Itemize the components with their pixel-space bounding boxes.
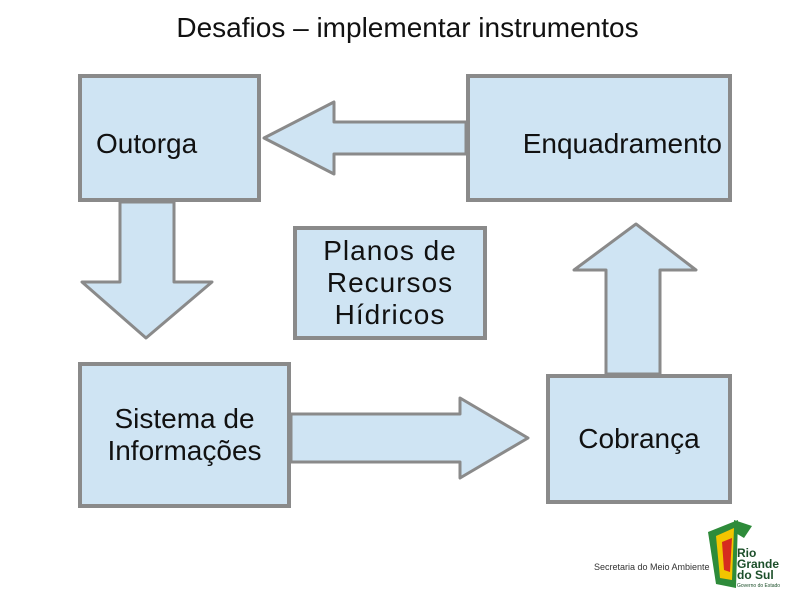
box-planos-line3: Hídricos [334,299,446,331]
rio-grande-do-sul-logo-icon [708,520,752,588]
box-enquadramento-label: Enquadramento [522,128,722,159]
box-sistema-line2: Informações [107,435,262,466]
logo-line1: Rio [737,546,757,560]
arrow-sistema-to-cobranca [289,396,530,480]
box-planos-line2: Recursos [326,266,454,298]
arrow-enquadramento-to-outorga [262,100,468,176]
box-cobranca-label: Cobrança [578,422,700,454]
arrow-outorga-to-sistema [80,200,214,340]
box-sistema-informacoes: Sistema de Informações [78,362,291,508]
box-outorga-label: Outorga [96,128,198,159]
logo-wordmark: Rio Grande do Sul [737,546,780,582]
box-planos-recursos-hidricos: Planos de Recursos Hídricos [293,226,487,340]
box-outorga: Outorga [78,74,261,202]
box-enquadramento: Enquadramento [466,74,732,202]
logo-line2: Grande [737,557,780,571]
logo-subtitle: Governo do Estado [737,583,781,589]
box-cobranca: Cobrança [546,374,732,504]
arrow-cobranca-to-enquadramento [572,222,698,376]
logo-line3: do Sul [737,568,774,582]
secretaria-caption: Secretaria do Meio Ambiente [594,562,710,572]
box-sistema-line1: Sistema de [114,402,255,434]
slide-title: Desafios – implementar instrumentos [176,12,639,43]
box-planos-line1: Planos de [323,234,457,266]
